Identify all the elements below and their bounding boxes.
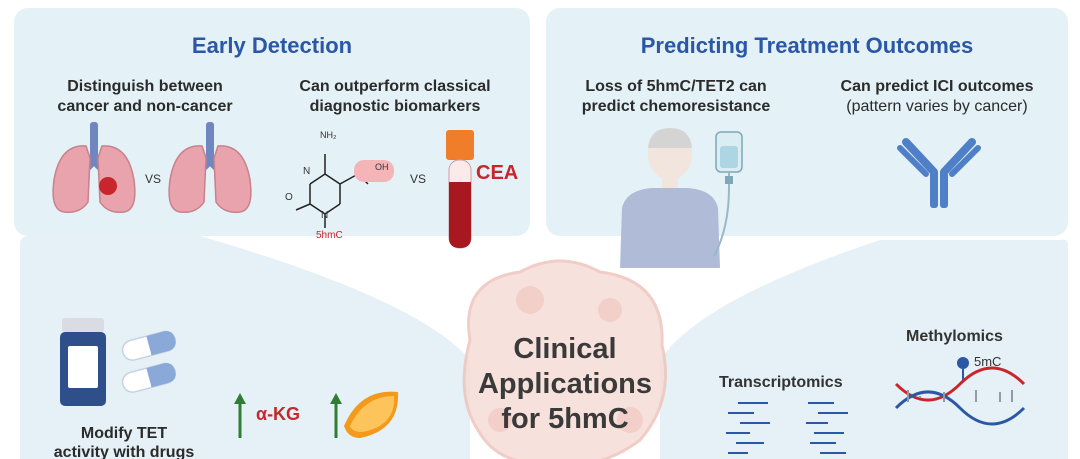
chemoresistance-caption-line-1: Loss of 5hmC/TET2 can	[585, 78, 767, 95]
tumor-icon	[99, 177, 117, 195]
healthy-lung-icon	[168, 122, 252, 214]
n-bottom-label: N	[321, 210, 329, 221]
arrow-up-icon	[234, 393, 246, 438]
arrow-up-icon-2	[330, 393, 342, 438]
outperform-caption-line-2: diagnostic biomarkers	[309, 98, 481, 115]
distinguish-caption: Distinguish between cancer and non-cance…	[57, 77, 232, 117]
alpha-kg-label: α-KG	[256, 404, 301, 424]
predicting-title: Predicting Treatment Outcomes	[640, 33, 974, 58]
blood-tube-icon	[446, 130, 474, 249]
o-label: O	[285, 192, 293, 203]
nh2-label: NH₂	[320, 130, 337, 140]
methylomics-label: Methylomics	[906, 328, 1003, 345]
distinguish-caption-line-2: cancer and non-cancer	[57, 98, 233, 115]
capsule-icon	[121, 330, 177, 393]
patient-icon	[620, 128, 720, 268]
early-detection-title: Early Detection	[191, 33, 353, 58]
molecule-icon	[295, 154, 394, 228]
orange-slice-icon	[344, 391, 399, 438]
vs-label-2: VS	[410, 172, 427, 186]
ici-caption-line-2: (pattern varies by cancer)	[846, 98, 1028, 115]
5mc-label: 5mC	[974, 354, 1002, 369]
transcript-lines-icon	[726, 402, 848, 454]
vs-label-1: VS	[145, 172, 162, 186]
lung-icon	[52, 122, 136, 214]
ici-caption: Can predict ICI outcomes (pattern varies…	[841, 77, 1034, 117]
outperform-caption: Can outperform classical diagnostic biom…	[299, 77, 490, 117]
center-title-line-2: Applications	[477, 368, 653, 400]
chemoresistance-caption: Loss of 5hmC/TET2 can predict chemoresis…	[582, 77, 771, 117]
center-title-line-3: for 5hmC	[501, 403, 629, 435]
center-title-line-1: Clinical	[513, 333, 617, 365]
ici-caption-line-1: Can predict ICI outcomes	[840, 78, 1034, 95]
n-top-label: N	[303, 166, 311, 177]
distinguish-caption-line-1: Distinguish between	[67, 78, 223, 95]
oh-label: OH	[375, 162, 389, 172]
transcriptomics-label: Transcriptomics	[719, 374, 843, 391]
iv-bag-icon	[713, 131, 743, 257]
cea-label: CEA	[476, 162, 519, 184]
antibody-icon	[897, 138, 981, 208]
center-title: Clinical Applications for 5hmC	[478, 332, 652, 437]
modify-tet-caption-line-2: activity with drugs	[53, 444, 195, 459]
5hmc-label: 5hmC	[316, 230, 343, 241]
pill-bottle-icon	[60, 318, 106, 406]
modify-tet-caption-line-1: Modify TET	[80, 425, 168, 442]
outperform-caption-line-1: Can outperform classical	[299, 78, 491, 95]
chemoresistance-caption-line-2: predict chemoresistance	[581, 98, 771, 115]
modify-tet-caption: Modify TET activity with drugs	[54, 424, 194, 459]
dna-helix-icon	[894, 366, 1026, 426]
